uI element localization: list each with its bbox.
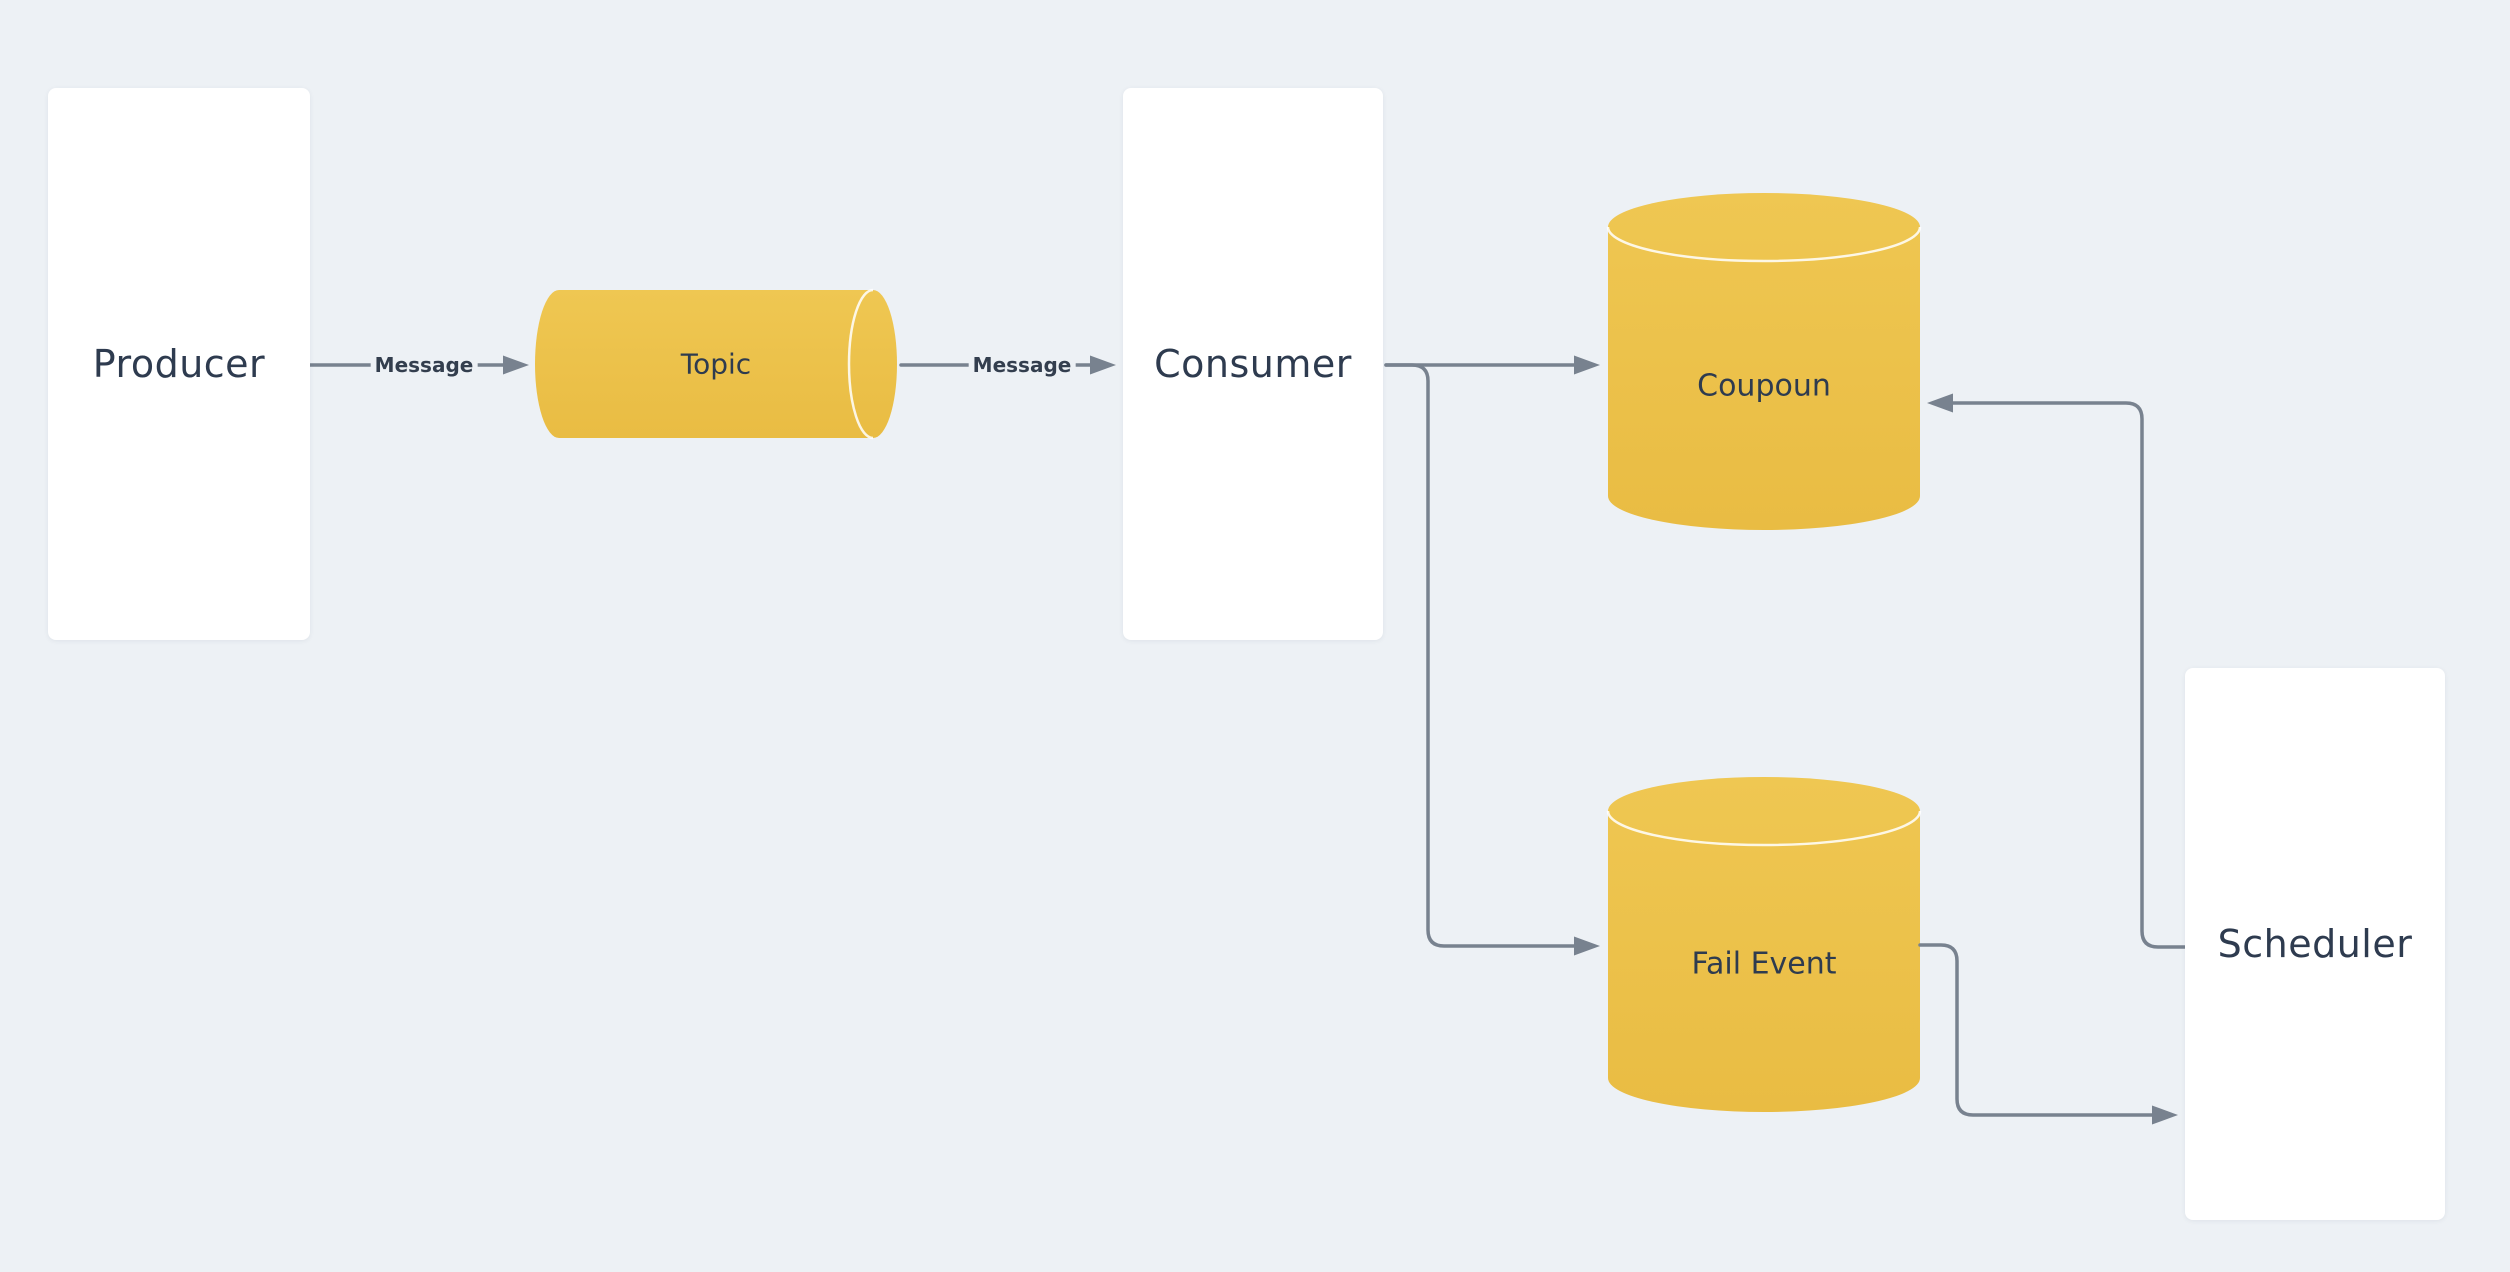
consumer-node[interactable]: Consumer [1123, 88, 1383, 640]
scheduler-node-label: Scheduler [2217, 922, 2413, 966]
topic-node-label: Topic [680, 347, 752, 381]
topic-cylinder[interactable] [535, 288, 897, 440]
fail-event-cylinder[interactable] [1606, 777, 1922, 1112]
edge-scheduler-coupoun[interactable] [1927, 393, 2187, 949]
consumer-node-label: Consumer [1154, 342, 1352, 386]
message-edge-label-2: Message [968, 352, 1076, 378]
fail-event-node-label: Fail Event [1691, 946, 1837, 982]
scheduler-node[interactable]: Scheduler [2185, 668, 2445, 1220]
edge-consumer-fail-event[interactable] [1384, 363, 1600, 956]
message-edge-label-1: Message [370, 352, 478, 378]
producer-node-label: Producer [92, 342, 266, 386]
producer-node[interactable]: Producer [48, 88, 310, 640]
edge-fail-event-scheduler[interactable] [1918, 943, 2178, 1125]
coupoun-cylinder[interactable] [1606, 193, 1922, 530]
coupoun-node-label: Coupoun [1697, 368, 1831, 404]
